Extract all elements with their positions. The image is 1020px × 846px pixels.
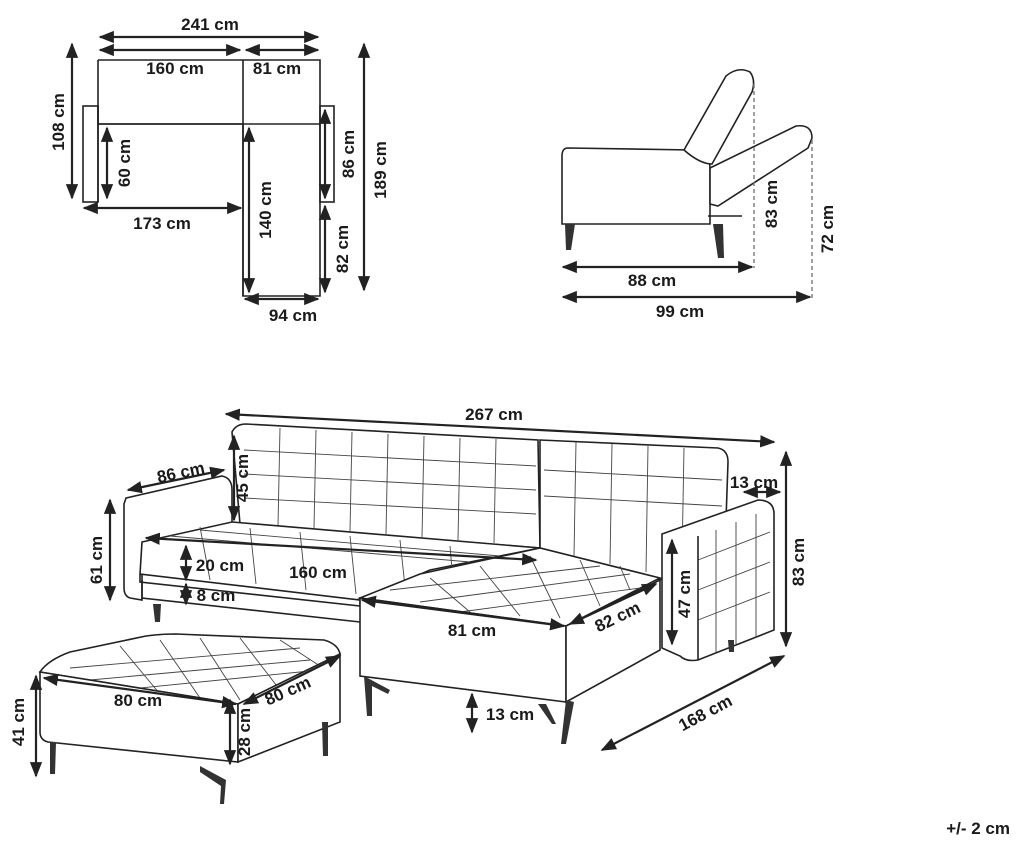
sofa-leg-5 [728,640,734,652]
main-frame-label: 8 cm [197,586,236,605]
main-seat-width-label: 160 cm [289,563,347,582]
tolerance-note: +/- 2 cm [946,819,1010,838]
ottoman-leg-2 [200,766,226,804]
main-seat-height-label: 61 cm [87,536,106,584]
plan-width-total-label: 241 cm [181,15,239,34]
plan-dimensions [65,30,371,306]
plan-chaise-front-label: 82 cm [333,225,352,273]
backrest-tufting [243,427,723,573]
side-recline-depth-label: 88 cm [628,271,676,290]
plan-chaise-bottom-label: 94 cm [269,306,317,325]
ottoman-leg-1 [50,742,56,774]
sofa-leg-2 [364,676,390,716]
ottoman-leg-3 [322,722,328,756]
side-reclined-back [709,124,813,207]
plan-arm-depth-label: 86 cm [339,130,358,178]
plan-width-main-label: 160 cm [146,59,204,78]
side-height-recline-label: 72 cm [818,205,837,253]
side-leg-front [565,224,575,250]
main-chaise-width-label: 81 cm [448,621,496,640]
armrest-tufting [697,514,771,652]
main-leg-height-label: 13 cm [486,705,534,724]
main-total-height-label: 83 cm [789,538,808,586]
sofa-leg-1 [153,604,161,622]
main-arm-width-label: 13 cm [730,473,778,492]
plan-total-depth-label: 189 cm [371,141,390,199]
plan-depth-back-label: 108 cm [49,93,68,151]
plan-view: 241 cm 160 cm 81 cm 108 cm 60 cm 173 cm … [49,15,390,325]
side-upright-back [682,68,755,165]
plan-seat-width-label: 173 cm [133,214,191,233]
ottoman-height-label: 41 cm [9,698,28,746]
side-seat-body [561,147,711,225]
ottoman-cushion-label: 28 cm [235,708,254,756]
sofa-perspective-view: 267 cm 86 cm 45 cm 13 cm 61 cm 20 cm 160… [9,405,808,804]
main-arm-height-label: 47 cm [675,570,694,618]
plan-chaise-seat-label: 140 cm [256,181,275,239]
main-cushion-label: 20 cm [196,556,244,575]
sofa-leg-3 [561,700,574,744]
sofa-leg-4 [538,704,556,724]
ottoman-width-label: 80 cm [114,691,162,710]
side-leg-back [713,224,724,258]
plan-width-chaise-label: 81 cm [253,59,301,78]
plan-seat-depth-label: 60 cm [115,139,134,187]
side-height-back-label: 83 cm [762,180,781,228]
side-total-depth-label: 99 cm [656,302,704,321]
sofa-dimension-lines [29,408,793,778]
main-back-height-label: 45 cm [233,454,252,502]
side-profile-view: 88 cm 99 cm 83 cm 72 cm [561,68,837,321]
main-total-width-label: 267 cm [465,405,523,424]
